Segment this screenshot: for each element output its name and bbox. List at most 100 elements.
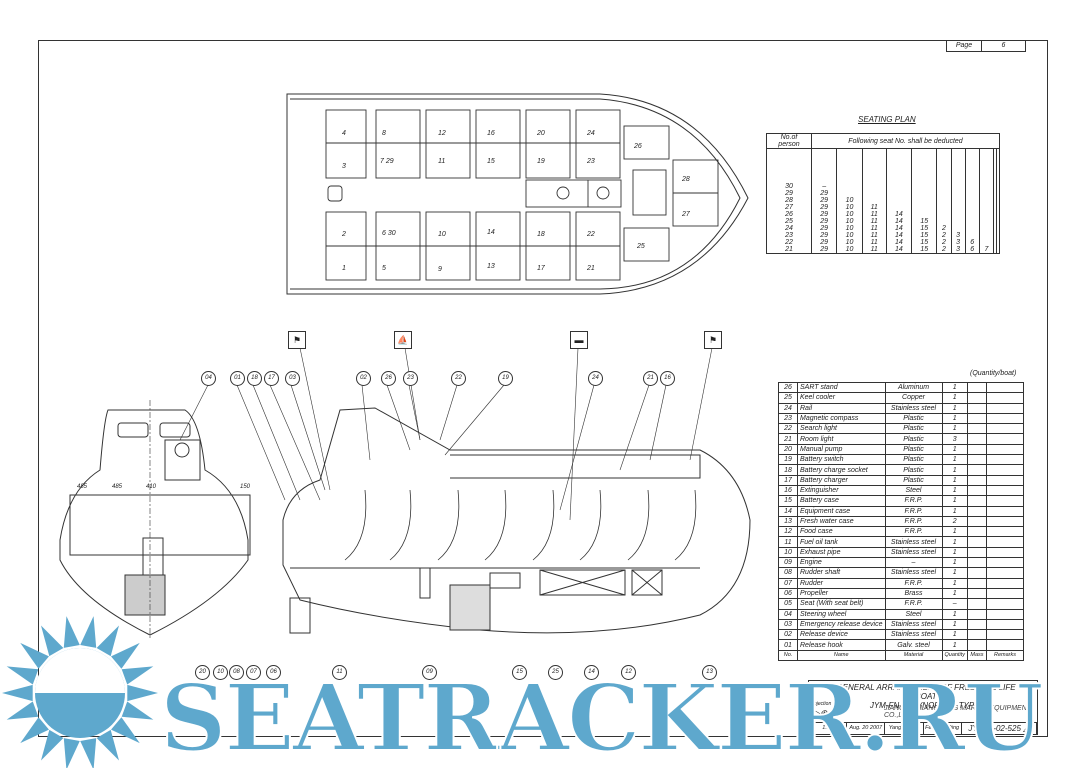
parts-cell-qty: 1 <box>941 464 968 476</box>
parts-cell-no: 13 <box>778 515 798 528</box>
callout-marker: 15 <box>512 665 527 680</box>
seat-number: 26 <box>634 143 642 150</box>
parts-cell-qty: 1 <box>941 629 968 641</box>
parts-cell-material: Stainless steel <box>884 536 943 548</box>
parts-header-name: Name <box>797 649 886 662</box>
title-block: GENERAL ARRANGEMENT OF FREE-FALL LIFE BO… <box>808 680 1038 735</box>
company-name: JIANGYIN JIANGYANG MARINE EQUIPMENT CO.,… <box>884 705 1032 719</box>
parts-cell-rm <box>985 536 1025 548</box>
parts-cell-no: 10 <box>778 546 798 559</box>
parts-cell-name: Fresh water case <box>797 515 886 528</box>
parts-cell-rm <box>985 546 1025 559</box>
parts-cell-name: Release device <box>797 629 886 641</box>
parts-cell-no: 05 <box>778 598 798 610</box>
parts-cell-rm <box>985 618 1025 631</box>
parts-cell-material: Plastic <box>884 464 943 476</box>
seat-number: 3 <box>342 163 346 170</box>
deduct-column: 11 11 11 11 11 11 11 <box>861 148 887 254</box>
parts-cell-ms <box>966 557 987 569</box>
parts-cell-material: F.R.P. <box>884 577 943 589</box>
parts-cell-no: 20 <box>778 443 798 456</box>
parts-cell-qty: 2 <box>941 515 968 528</box>
parts-cell-no: 16 <box>778 484 798 497</box>
parts-cell-no: 17 <box>778 474 798 486</box>
seat-number: 1 <box>342 265 346 272</box>
parts-cell-material: Steel <box>884 608 943 620</box>
callout-marker: 12 <box>621 665 636 680</box>
parts-cell-qty: 1 <box>941 639 968 651</box>
parts-cell-name: Propeller <box>797 587 886 600</box>
parts-cell-material: Plastic <box>884 474 943 486</box>
parts-cell-qty: 1 <box>941 474 968 486</box>
parts-cell-qty: 1 <box>941 526 968 538</box>
parts-cell-name: Battery charger <box>797 474 886 486</box>
parts-cell-qty: 1 <box>941 454 968 466</box>
parts-cell-ms <box>966 423 987 435</box>
parts-cell-ms <box>966 629 987 641</box>
parts-cell-qty: 1 <box>941 505 968 517</box>
parts-cell-qty: 1 <box>941 536 968 548</box>
parts-cell-qty: 1 <box>941 443 968 456</box>
parts-cell-material: Plastic <box>884 412 943 425</box>
projection-symbol-icon: ▷⊕ <box>813 708 828 718</box>
seat-number: 9 <box>438 266 442 273</box>
callout-marker: 22 <box>451 371 466 386</box>
parts-cell-name: Battery case <box>797 495 886 507</box>
quantity-unit-label: (Quantity/boat) <box>970 370 1017 377</box>
parts-cell-rm <box>985 484 1025 497</box>
parts-cell-ms <box>966 495 987 507</box>
parts-cell-ms <box>966 608 987 620</box>
title-line-1: GENERAL ARRANGEMENT OF FREE-FALL LIFE BO… <box>836 683 1016 701</box>
seat-number: 19 <box>537 158 545 165</box>
parts-cell-rm <box>985 381 1025 394</box>
deduct-column <box>995 148 1001 254</box>
page-number: 6 <box>1001 42 1006 49</box>
parts-cell-qty: 1 <box>941 618 968 631</box>
parts-cell-ms <box>966 505 987 517</box>
parts-cell-material: F.R.P. <box>884 515 943 528</box>
callout-marker: 06 <box>266 665 281 680</box>
parts-cell-name: Fuel oil tank <box>797 536 886 548</box>
parts-cell-material: Stainless steel <box>884 546 943 559</box>
parts-cell-qty: 1 <box>941 381 968 394</box>
page-indicator: Page 6 <box>946 40 1026 52</box>
parts-cell-name: Equipment case <box>797 505 886 517</box>
parts-cell-no: 08 <box>778 567 798 579</box>
seat-number: 12 <box>438 130 446 137</box>
sun-logo-icon <box>2 616 158 768</box>
col-deduct: Following seat No. shall be deducted <box>811 133 1000 149</box>
parts-cell-rm <box>985 454 1025 466</box>
parts-cell-name: Engine <box>797 557 886 569</box>
seat-number: 14 <box>487 229 495 236</box>
parts-cell-no: 19 <box>778 454 798 466</box>
seat-number: 22 <box>587 231 595 238</box>
callout-marker: 17 <box>264 371 279 386</box>
parts-cell-name: Search light <box>797 423 886 435</box>
parts-cell-rm <box>985 443 1025 456</box>
parts-cell-material: Plastic <box>884 423 943 435</box>
callout-marker: 21 <box>643 371 658 386</box>
parts-cell-qty: 1 <box>941 546 968 559</box>
parts-cell-material: F.R.P. <box>884 505 943 517</box>
seat-number: 7 29 <box>380 158 394 165</box>
parts-cell-material: – <box>884 557 943 569</box>
parts-cell-rm <box>985 629 1025 641</box>
seat-number: 25 <box>637 243 645 250</box>
parts-cell-qty: 1 <box>941 587 968 600</box>
deduct-column: 7 <box>978 148 994 254</box>
callout-marker: 18 <box>247 371 262 386</box>
parts-cell-material: Plastic <box>884 443 943 456</box>
seat-number: 13 <box>487 263 495 270</box>
